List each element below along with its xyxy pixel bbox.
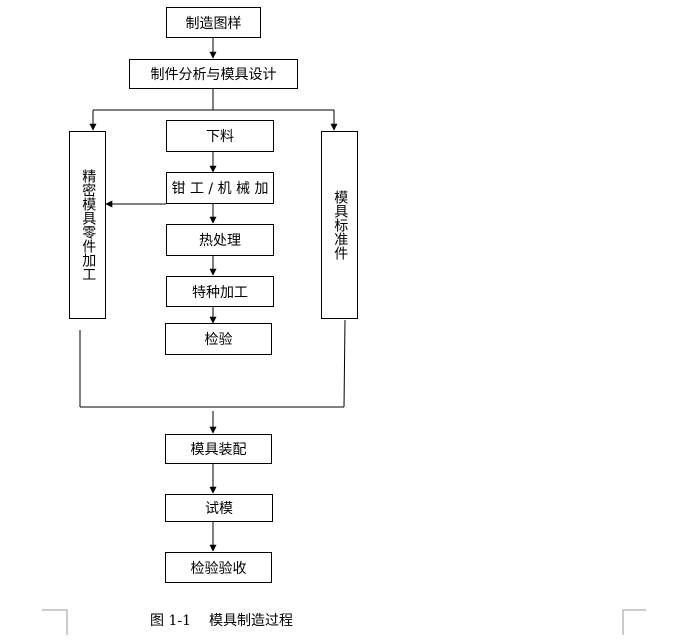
node-precision-parts: 精密模具零件加工 (69, 131, 106, 319)
node-inspection-label: 检验 (204, 332, 233, 348)
node-standard-parts: 模具标准件 (321, 131, 358, 319)
node-heat-treatment: 热处理 (166, 224, 274, 256)
node-drawing: 制造图样 (166, 7, 261, 38)
node-fitter-machining: 钳 工 / 机 械 加 (166, 172, 274, 204)
node-special-machining-label: 特种加工 (192, 284, 248, 301)
node-precision-parts-label: 精密模具零件加工 (80, 169, 97, 281)
node-inspection: 检验 (165, 323, 272, 355)
node-drawing-label: 制造图样 (185, 15, 242, 32)
corner-mark-right (622, 609, 646, 635)
node-analysis-label: 制件分析与模具设计 (150, 67, 277, 83)
node-assembly-label: 模具装配 (190, 442, 247, 458)
node-heat-treatment-label: 热处理 (199, 233, 241, 249)
figure-caption-number: 图 1-1 (150, 613, 191, 629)
node-trial-label: 试模 (205, 501, 233, 517)
node-standard-parts-label: 模具标准件 (332, 190, 349, 260)
node-analysis: 制件分析与模具设计 (129, 59, 298, 89)
merge-right (343, 319, 346, 408)
node-blanking-label: 下料 (206, 129, 234, 145)
node-special-machining: 特种加工 (166, 276, 274, 307)
node-acceptance-label: 检验验收 (190, 560, 247, 577)
node-fitter-machining-label: 钳 工 / 机 械 加 (171, 181, 269, 197)
node-blanking: 下料 (166, 120, 274, 152)
node-assembly: 模具装配 (165, 434, 272, 464)
node-acceptance: 检验验收 (165, 552, 272, 583)
figure-caption-title: 模具制造过程 (209, 613, 293, 629)
node-trial: 试模 (165, 494, 273, 522)
corner-mark-left (42, 609, 68, 635)
figure-caption: 图 1-1 模具制造过程 (150, 610, 293, 630)
